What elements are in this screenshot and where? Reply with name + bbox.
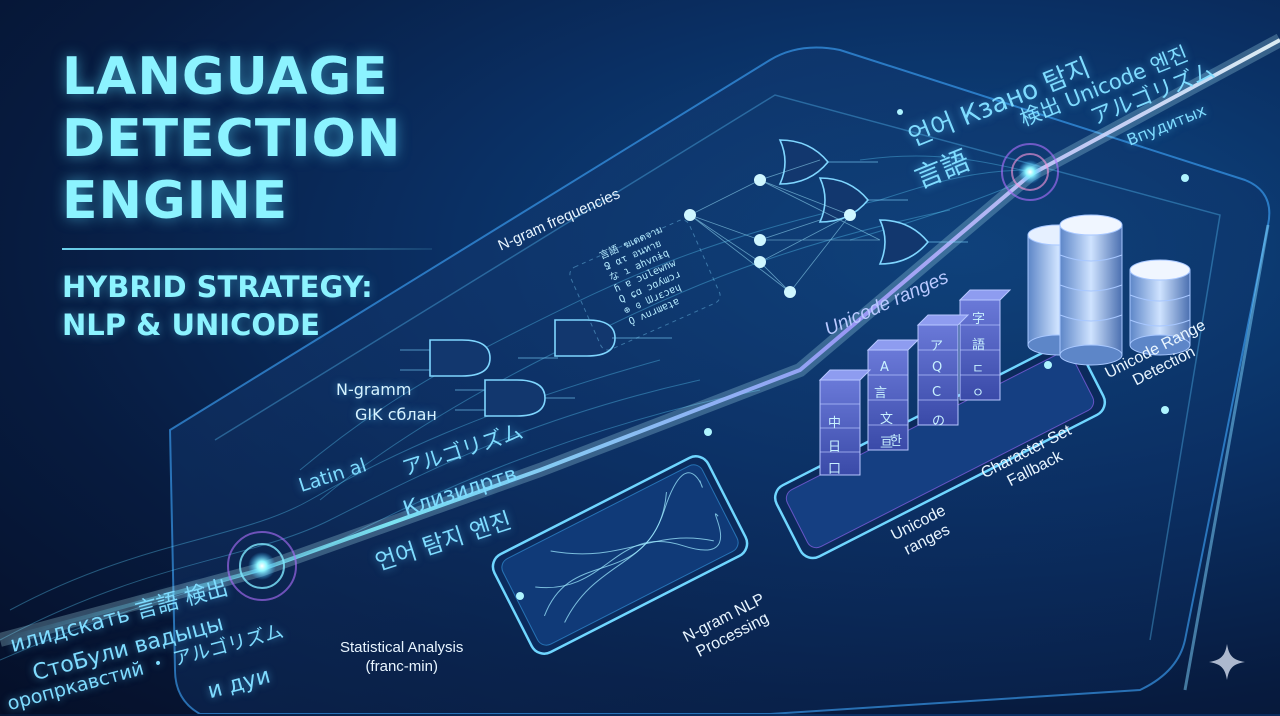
subtitle: HYBRID STRATEGY: NLP & UNICODE <box>62 268 482 344</box>
glowing-node-icon <box>227 531 297 601</box>
title-line-3: ENGINE <box>62 171 289 231</box>
cube-glyph: 語 <box>972 338 986 353</box>
statistical-analysis-line-1: Statistical Analysis <box>340 639 464 656</box>
network-nodes <box>684 174 856 298</box>
cube-glyph: ア <box>930 339 944 354</box>
cube-glyph: 中 <box>828 416 842 431</box>
floating-text-left-2: GIK сблан <box>355 405 437 424</box>
title-line-2: DETECTION <box>62 109 402 169</box>
database-icon <box>1129 259 1191 356</box>
logic-gate-icon <box>429 339 491 377</box>
logic-gate-icon <box>554 319 616 357</box>
main-title: LANGUAGE DETECTION ENGINE <box>62 46 482 232</box>
logic-gate-icon <box>878 219 930 265</box>
ngram-tablet <box>491 455 749 655</box>
cube-glyph: 亘 <box>880 436 894 451</box>
cube-glyph: 言 <box>874 386 888 401</box>
statistical-analysis-line-2: (franc-min) <box>365 658 438 675</box>
cube-glyph: 日 <box>828 440 842 455</box>
cube-glyph: 한 <box>890 434 902 449</box>
unicode-cube-stacks <box>818 289 1012 476</box>
glowing-node-icon <box>1001 143 1059 201</box>
title-divider <box>62 248 432 250</box>
cube-glyph: ㅇ <box>972 386 984 401</box>
cube-glyph: C <box>932 385 942 400</box>
cube-glyph: 口 <box>828 462 842 477</box>
cube-glyph: Q <box>932 360 943 375</box>
platform-inner-edge <box>214 94 1221 641</box>
cube-glyph: 字 <box>972 312 986 327</box>
subtitle-line-1: HYBRID STRATEGY: <box>62 270 373 304</box>
sparkle-icon <box>1209 644 1245 680</box>
logic-gate-icon <box>484 379 546 417</box>
title-line-1: LANGUAGE <box>62 47 389 107</box>
subtitle-line-2: NLP & UNICODE <box>62 308 320 342</box>
database-icon <box>1027 214 1123 366</box>
cube-glyph: ㄷ <box>972 362 984 377</box>
code-snippet-frame <box>569 219 721 351</box>
logic-gate-icons <box>429 139 930 417</box>
cube-glyph: A <box>880 360 889 375</box>
main-light-beam <box>0 38 1280 642</box>
platform-outline <box>168 46 1271 714</box>
cube-glyph: 文 <box>880 412 894 427</box>
cube-glyph: の <box>932 414 946 429</box>
logic-gate-icon <box>778 139 830 185</box>
platform-side-edge <box>1183 224 1270 691</box>
statistical-analysis-label: Statistical Analysis (franc-min) <box>340 638 463 676</box>
title-block: LANGUAGE DETECTION ENGINE HYBRID STRATEG… <box>62 46 482 344</box>
floating-text-left-1: N-gramm <box>336 380 412 399</box>
gate-wires <box>400 161 968 411</box>
small-glow-dots <box>516 109 1189 600</box>
